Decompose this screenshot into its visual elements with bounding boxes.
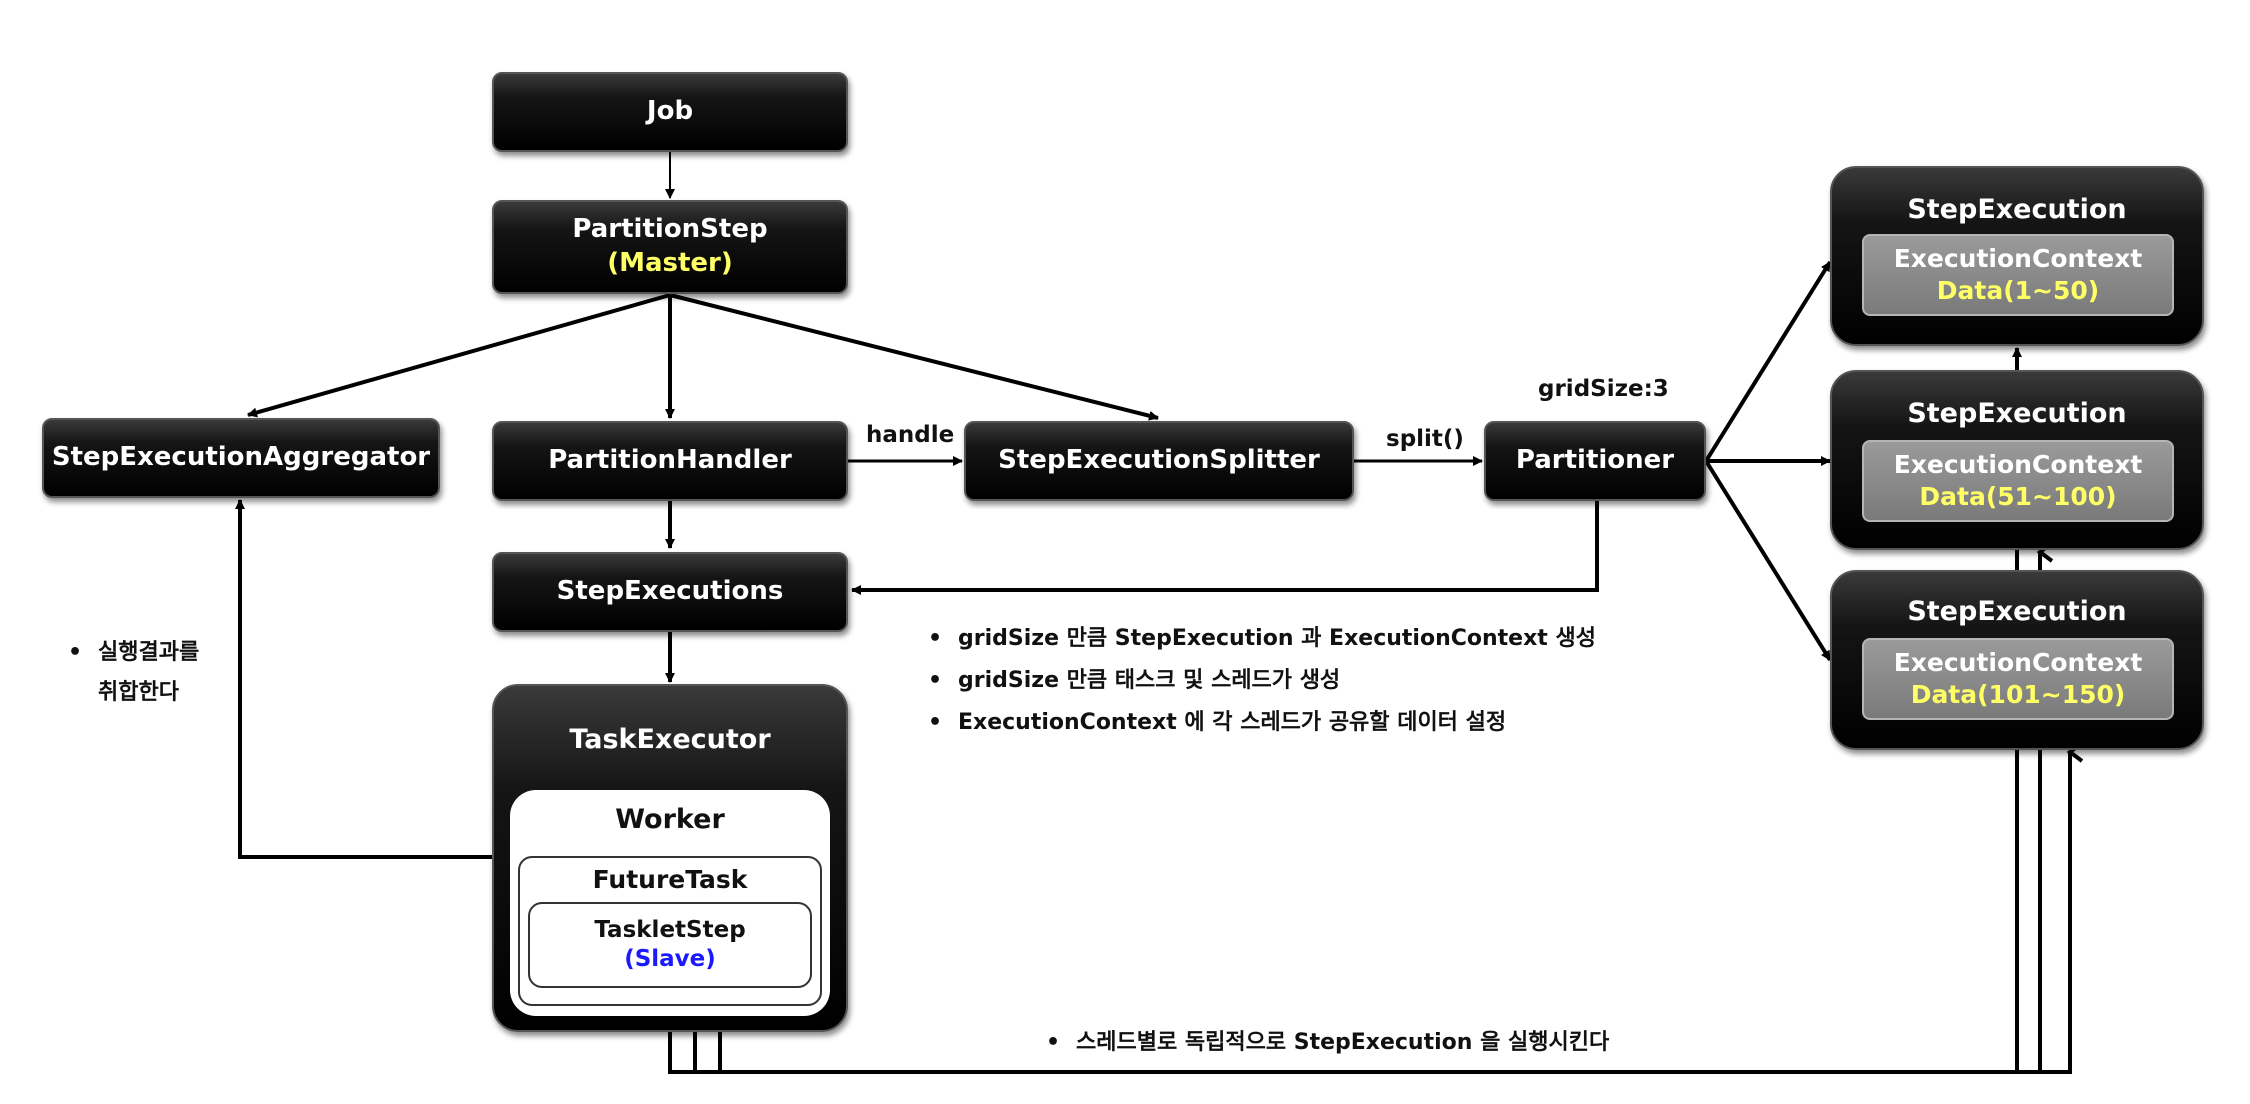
note-bottom: •스레드별로 독립적으로 StepExecution 을 실행시킨다 — [1046, 1030, 1610, 1055]
taskexecutor-node: TaskExecutor Worker FutureTask TaskletSt… — [492, 684, 848, 1032]
executioncontext-data: Data(1~50) — [1936, 276, 2100, 305]
note-aggregate-line-1: •실행결과를 — [68, 640, 200, 665]
stepexecution-card-title: StepExecution — [1907, 596, 2127, 627]
job-node: Job — [492, 72, 848, 152]
partitionstep-label: PartitionStep — [572, 214, 768, 245]
note-middle-3: •ExecutionContext 에 각 스레드가 공유할 데이터 설정 — [928, 710, 1507, 735]
thread-line-3 — [718, 741, 2084, 1074]
futuretask-label: FutureTask — [592, 865, 748, 894]
note-middle-text-2: gridSize 만큼 태스크 및 스레드가 생성 — [958, 668, 1341, 693]
note-bottom-text: 스레드별로 독립적으로 StepExecution 을 실행시킨다 — [1076, 1030, 1610, 1055]
taskexecutor-label: TaskExecutor — [569, 724, 771, 755]
stepexecutions-node: StepExecutions — [492, 552, 848, 632]
executioncontext-box: ExecutionContext Data(1~50) — [1862, 234, 2174, 316]
note-middle-text-3: ExecutionContext 에 각 스레드가 공유할 데이터 설정 — [958, 710, 1507, 735]
note-aggregate-text-2: 취합한다 — [98, 680, 179, 705]
executioncontext-label: ExecutionContext — [1893, 243, 2143, 273]
stepexecution-card-1: StepExecution ExecutionContext Data(1~50… — [1830, 166, 2204, 346]
executioncontext-data: Data(51~100) — [1919, 482, 2117, 511]
executioncontext-data: Data(101~150) — [1910, 680, 2126, 709]
worker-label: Worker — [615, 804, 725, 835]
note-middle-2: •gridSize 만큼 태스크 및 스레드가 생성 — [928, 668, 1341, 693]
stepexecutions-label: StepExecutions — [556, 576, 784, 607]
aggregator-label: StepExecutionAggregator — [51, 442, 431, 473]
taskletstep-label: TaskletStep — [594, 917, 746, 944]
edge-partitioner-to-stepexecutions — [851, 500, 1599, 595]
executioncontext-box: ExecutionContext Data(101~150) — [1862, 638, 2174, 720]
edge-partitioner-to-se3 — [1704, 459, 1832, 662]
partitionstep-role: (Master) — [607, 248, 733, 278]
worker-panel: Worker FutureTask TaskletStep (Slave) — [510, 790, 830, 1016]
edge-partitionstep-to-splitter — [669, 293, 1159, 421]
executioncontext-label: ExecutionContext — [1893, 647, 2143, 677]
edge-label-split: split() — [1386, 426, 1464, 452]
executioncontext-label: ExecutionContext — [1893, 449, 2143, 479]
edge-partitioner-to-se1 — [1704, 260, 1832, 463]
partitioner-node: Partitioner — [1484, 421, 1706, 501]
partitionhandler-node: PartitionHandler — [492, 421, 848, 501]
note-middle-text-1: gridSize 만큼 StepExecution 과 ExecutionCon… — [958, 626, 1596, 651]
splitter-node: StepExecutionSplitter — [964, 421, 1354, 501]
thread-line-2 — [693, 742, 2042, 1074]
job-label: Job — [646, 96, 694, 127]
stepexecution-card-3: StepExecution ExecutionContext Data(101~… — [1830, 570, 2204, 750]
futuretask-box: FutureTask TaskletStep (Slave) — [518, 856, 822, 1006]
taskletstep-role: (Slave) — [624, 946, 716, 972]
edge-taskexecutor-to-aggregator — [235, 499, 492, 859]
stepexecution-card-title: StepExecution — [1907, 398, 2127, 429]
executioncontext-box: ExecutionContext Data(51~100) — [1862, 440, 2174, 522]
edge-partitionstep-to-aggregator — [247, 293, 671, 418]
edge-label-gridsize: gridSize:3 — [1538, 376, 1669, 402]
aggregator-node: StepExecutionAggregator — [42, 418, 440, 498]
note-aggregate-text-1: 실행결과를 — [98, 640, 200, 665]
taskletstep-box: TaskletStep (Slave) — [528, 902, 812, 988]
stepexecution-card-2: StepExecution ExecutionContext Data(51~1… — [1830, 370, 2204, 550]
stepexecution-card-title: StepExecution — [1907, 194, 2127, 225]
edge-label-handle: handle — [866, 422, 955, 448]
splitter-label: StepExecutionSplitter — [998, 445, 1320, 476]
note-middle-1: •gridSize 만큼 StepExecution 과 ExecutionCo… — [928, 626, 1596, 651]
partitionstep-node: PartitionStep (Master) — [492, 200, 848, 294]
partitioner-label: Partitioner — [1515, 445, 1675, 476]
note-aggregate-line-2: 취합한다 — [98, 674, 179, 706]
thread-line-1 — [668, 742, 2019, 1074]
partitionhandler-label: PartitionHandler — [548, 445, 792, 476]
